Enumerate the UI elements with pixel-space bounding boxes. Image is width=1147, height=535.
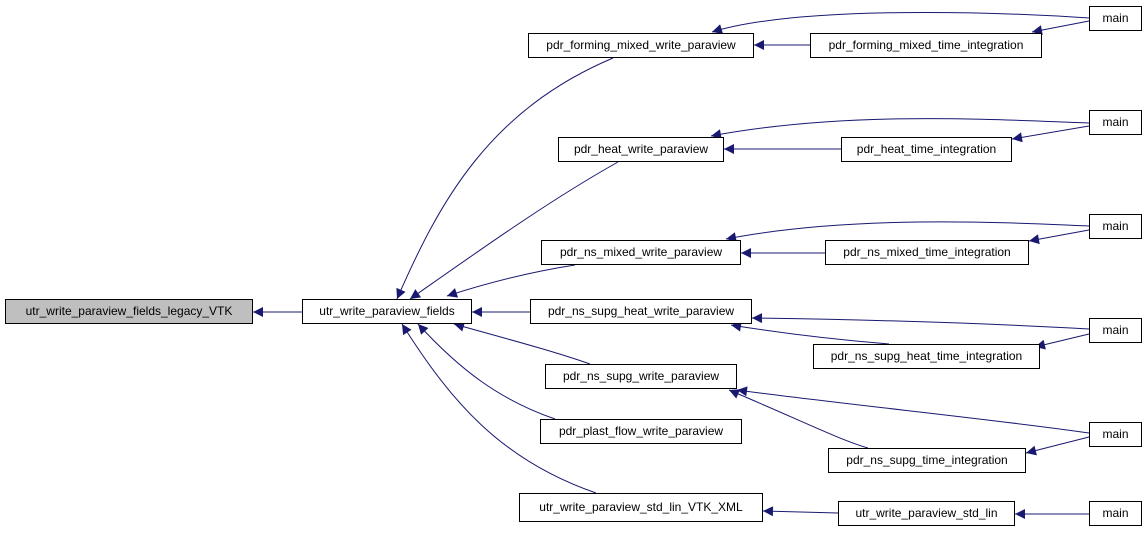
node-label: utr_write_paraview_fields	[319, 304, 455, 318]
node-utr-write-paraview-fields-legacy-vtk: utr_write_paraview_fields_legacy_VTK	[5, 299, 253, 324]
node-label: main	[1102, 427, 1129, 441]
edge-supg-time-to-supg-write	[728, 389, 869, 449]
node-pdr-ns-mixed-time-integration[interactable]: pdr_ns_mixed_time_integration	[825, 240, 1029, 265]
node-pdr-plast-flow-write-paraview[interactable]: pdr_plast_flow_write_paraview	[540, 419, 742, 444]
node-utr-write-paraview-std-lin-vtk-xml[interactable]: utr_write_paraview_std_lin_VTK_XML	[519, 493, 763, 522]
node-pdr-ns-supg-write-paraview[interactable]: pdr_ns_supg_write_paraview	[545, 364, 737, 389]
node-pdr-ns-supg-heat-time-integration[interactable]: pdr_ns_supg_heat_time_integration	[813, 344, 1040, 369]
node-main-5[interactable]: main	[1089, 422, 1142, 447]
node-label: utr_write_paraview_std_lin_VTK_XML	[539, 500, 743, 514]
node-label: pdr_ns_supg_write_paraview	[562, 369, 720, 383]
node-utr-write-paraview-fields[interactable]: utr_write_paraview_fields	[302, 299, 472, 324]
node-pdr-heat-time-integration[interactable]: pdr_heat_time_integration	[841, 137, 1012, 162]
edge-std-lin-xml-to-fields	[401, 323, 597, 494]
edge-heat-write-to-fields	[409, 161, 619, 300]
node-pdr-ns-supg-heat-write-paraview[interactable]: pdr_ns_supg_heat_write_paraview	[530, 299, 752, 324]
node-label: utr_write_paraview_fields_legacy_VTK	[25, 304, 233, 318]
edge-main4-to-supg-heat-write	[751, 313, 1090, 330]
node-label: utr_write_paraview_std_lin	[855, 506, 998, 520]
node-label: pdr_heat_time_integration	[856, 142, 997, 156]
node-label: main	[1102, 323, 1129, 337]
edge-main4-to-supg-heat-time	[1034, 333, 1090, 350]
edge-main2-to-heat-write	[710, 118, 1090, 140]
node-label: main	[1102, 11, 1129, 25]
node-label: pdr_forming_mixed_write_paraview	[546, 38, 736, 52]
node-label: pdr_ns_mixed_time_integration	[843, 245, 1011, 259]
node-label: pdr_ns_mixed_write_paraview	[559, 245, 723, 259]
node-main-1[interactable]: main	[1089, 6, 1142, 31]
edge-main1-to-forming-write	[711, 11, 1090, 34]
edge-main5-to-supg-time	[1025, 436, 1090, 456]
node-pdr-heat-write-paraview[interactable]: pdr_heat_write_paraview	[558, 137, 724, 162]
edge-main2-to-heat-time	[1011, 125, 1090, 143]
node-label: pdr_plast_flow_write_paraview	[558, 424, 724, 438]
edge-main3-to-ns-mixed-time	[1028, 229, 1090, 245]
node-main-2[interactable]: main	[1089, 110, 1142, 135]
node-pdr-ns-mixed-write-paraview[interactable]: pdr_ns_mixed_write_paraview	[541, 240, 741, 265]
edge-forming-write-to-fields	[396, 57, 614, 300]
node-pdr-forming-mixed-time-integration[interactable]: pdr_forming_mixed_time_integration	[810, 33, 1042, 58]
node-main-6[interactable]: main	[1089, 501, 1142, 526]
node-main-4[interactable]: main	[1089, 318, 1142, 343]
node-label: main	[1102, 219, 1129, 233]
node-label: pdr_ns_supg_heat_time_integration	[830, 349, 1023, 363]
edge-main5-to-supg-write	[736, 386, 1090, 434]
node-label: main	[1102, 115, 1129, 129]
node-label: pdr_forming_mixed_time_integration	[828, 38, 1024, 52]
node-label: main	[1102, 506, 1129, 520]
node-utr-write-paraview-std-lin[interactable]: utr_write_paraview_std_lin	[838, 501, 1015, 526]
node-label: pdr_ns_supg_time_integration	[846, 453, 1008, 467]
node-label: pdr_ns_supg_heat_write_paraview	[547, 304, 735, 318]
edge-main1-to-forming-time	[1031, 20, 1090, 36]
node-main-3[interactable]: main	[1089, 214, 1142, 239]
node-pdr-forming-mixed-write-paraview[interactable]: pdr_forming_mixed_write_paraview	[528, 33, 754, 58]
edge-std-lin-to-std-lin-xml	[762, 506, 839, 517]
edge-supg-write-to-fields	[453, 321, 591, 365]
edge-supg-heat-time-to-supg-heat-write	[730, 321, 890, 345]
edge-ns-mixed-write-to-fields	[446, 264, 576, 298]
edge-plast-write-to-fields	[417, 323, 556, 420]
node-pdr-ns-supg-time-integration[interactable]: pdr_ns_supg_time_integration	[828, 448, 1026, 473]
edge-main3-to-ns-mixed-write	[725, 221, 1090, 243]
node-label: pdr_heat_write_paraview	[573, 142, 709, 156]
